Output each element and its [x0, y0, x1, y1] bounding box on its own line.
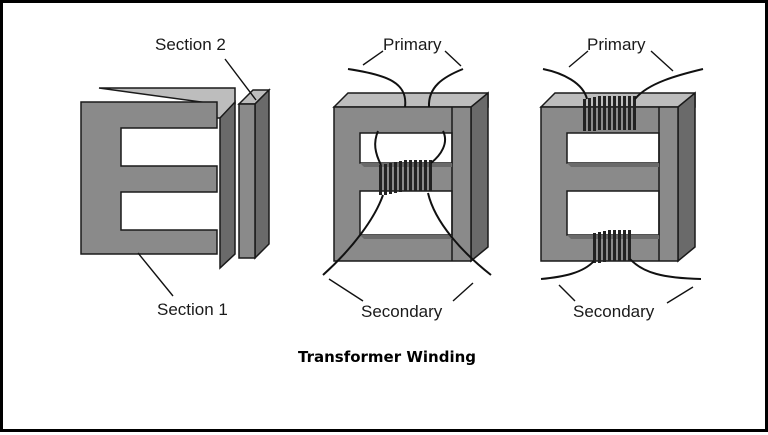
- center-leg-winding: [379, 160, 432, 195]
- transformer-diagram: Section 2 Section 1 Primary Secondary: [80, 35, 704, 366]
- section-1-label: Section 1: [157, 300, 228, 319]
- e-core-section: [80, 87, 236, 269]
- primary-right-leader-left: [568, 50, 589, 68]
- secondary-mid-leader-left: [328, 278, 364, 302]
- primary-label-mid: Primary: [383, 35, 442, 54]
- primary-wire-inner-right: [430, 130, 447, 164]
- primary-lead-left-mid: [347, 68, 407, 108]
- secondary-lead-right-mid: [427, 192, 492, 276]
- bottom-yoke-winding: [593, 230, 631, 263]
- section-2-leader: [224, 58, 257, 101]
- secondary-label-mid: Secondary: [361, 302, 443, 321]
- primary-label-right: Primary: [587, 35, 646, 54]
- secondary-right-leader-right: [666, 286, 694, 304]
- primary-lead-left-right: [542, 68, 588, 100]
- secondary-label-right: Secondary: [573, 302, 655, 321]
- secondary-lead-left-mid: [322, 194, 384, 276]
- secondary-lead-left-right: [540, 260, 595, 280]
- primary-mid-leader-right: [444, 50, 462, 67]
- section-1-leader: [137, 252, 174, 297]
- top-yoke-winding: [583, 96, 636, 131]
- secondary-lead-right-right: [629, 258, 702, 280]
- diagram-caption: Transformer Winding: [298, 348, 476, 366]
- primary-lead-right-mid: [427, 68, 464, 108]
- i-core-section: [238, 89, 270, 259]
- primary-wire-inner-left: [374, 130, 382, 166]
- primary-mid-leader-left: [362, 50, 384, 66]
- secondary-right-leader-left: [558, 284, 576, 302]
- primary-right-leader-right: [650, 50, 674, 72]
- primary-lead-right-right: [634, 68, 704, 100]
- section-2-label: Section 2: [155, 35, 226, 54]
- secondary-mid-leader-right: [452, 282, 474, 302]
